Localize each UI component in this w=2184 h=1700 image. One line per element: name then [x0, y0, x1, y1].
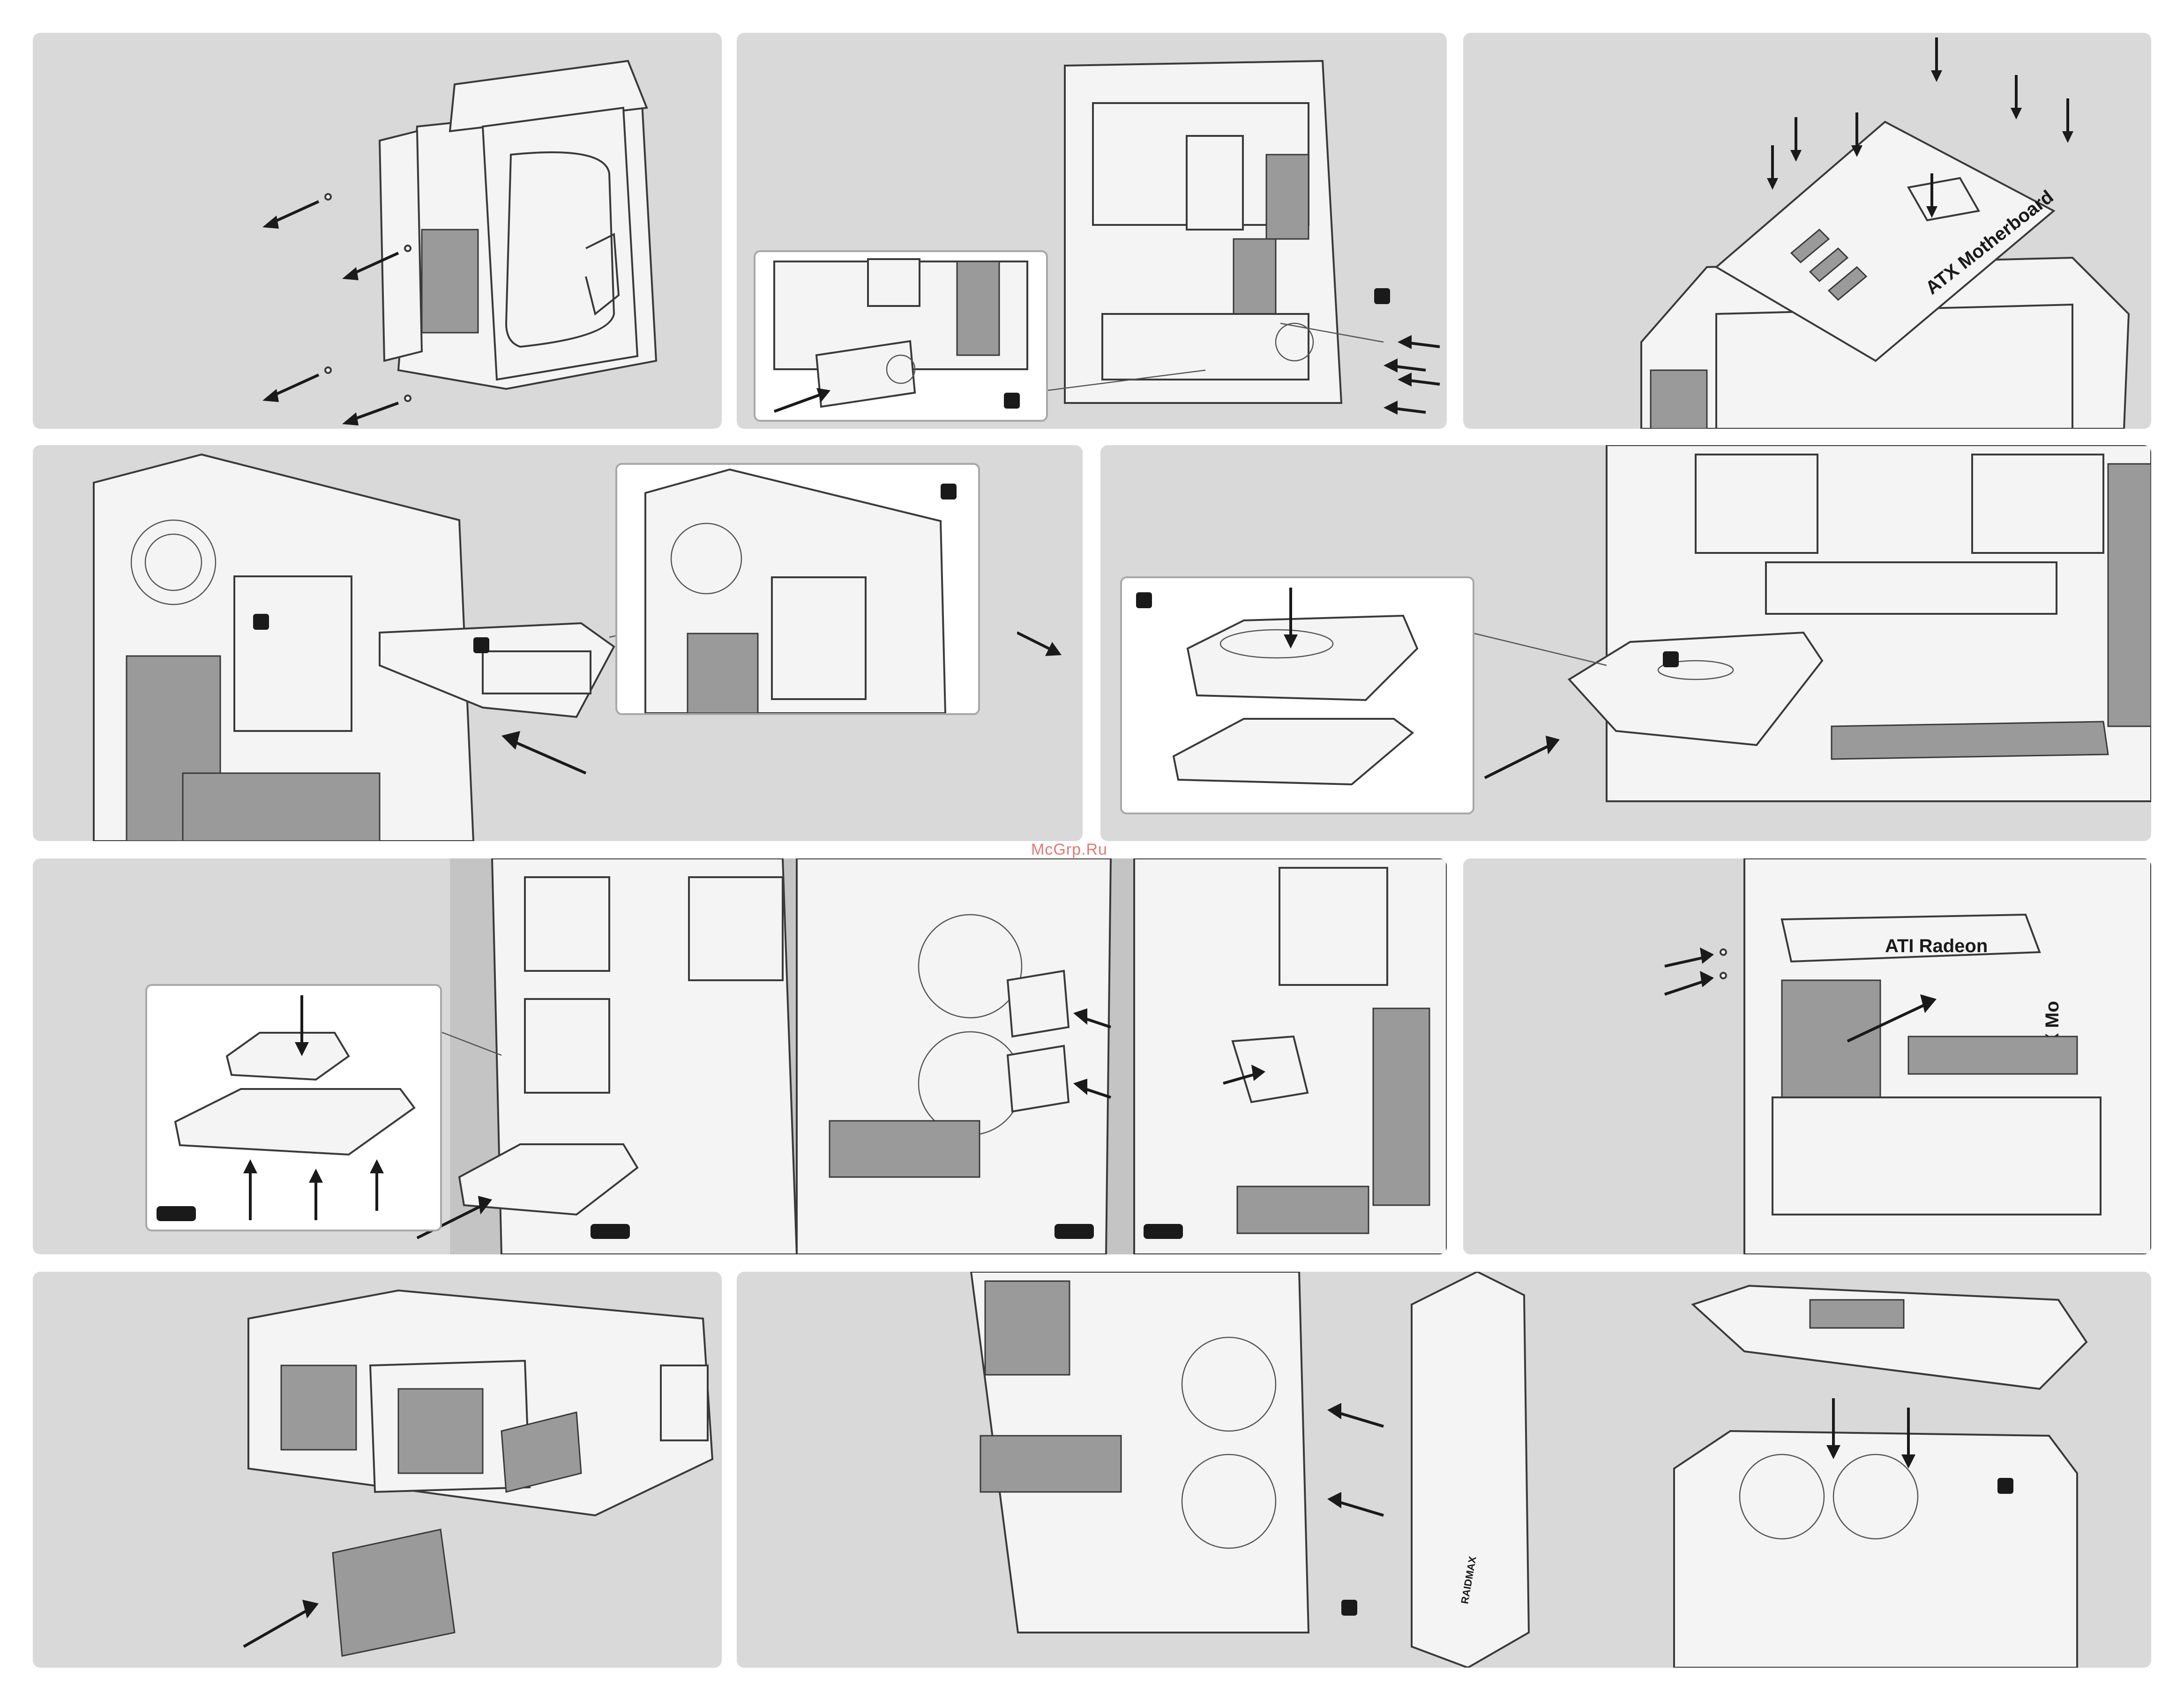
- step-badge: [157, 1206, 196, 1221]
- screw-icon: [325, 194, 331, 200]
- step-badge: [473, 637, 489, 653]
- step-panel-motherboard-install: ATX Motherboard: [1463, 33, 2151, 429]
- step-badge: [941, 484, 957, 500]
- step-panel-dust-filter-install: [33, 1272, 722, 1668]
- step-badge: [1341, 1600, 1357, 1616]
- psu-inset: [754, 250, 1048, 422]
- step-badge: [1663, 651, 1679, 667]
- gpu-label: ATI Radeon: [1885, 936, 1988, 956]
- optical-drive-inset: [615, 463, 980, 715]
- step-badge: [1374, 288, 1390, 304]
- hdd-inset: [1120, 576, 1474, 814]
- step-badge: [1144, 1224, 1183, 1239]
- hdd-inset-diagram: [1122, 578, 1473, 813]
- optical-drive-inset-diagram: [617, 465, 978, 713]
- front-fan-top-cover-diagram: RAIDMAX: [737, 1272, 2151, 1668]
- gpu-diagram: ATI Radeon ATX Mo: [1463, 858, 2151, 1254]
- step-badge: [1004, 393, 1020, 409]
- step-badge: [1997, 1478, 2013, 1494]
- motherboard-diagram: ATX Motherboard: [1463, 33, 2151, 429]
- step-panel-psu-install: [737, 33, 1447, 429]
- dust-filter-diagram: [33, 1272, 722, 1668]
- step-badge: [1136, 592, 1152, 608]
- step-badge: [591, 1224, 630, 1239]
- psu-inset-diagram: [755, 252, 1046, 420]
- step-panel-side-panel-removal: [33, 33, 722, 429]
- step-badge: [1055, 1224, 1094, 1239]
- step-panel-ssd-hdd-bay-install: [33, 858, 1447, 1254]
- step-badge: [253, 614, 269, 630]
- step-panel-optical-drive-install: [33, 445, 1083, 841]
- step-panel-hdd-35-install: [1100, 445, 2151, 841]
- ssd-inset-diagram: [147, 986, 440, 1230]
- side-panel-diagram: [33, 33, 722, 429]
- watermark: McGrp.Ru: [1031, 841, 1107, 859]
- step-panel-gpu-install: ATI Radeon ATX Mo: [1463, 858, 2151, 1254]
- ssd-inset: [145, 984, 442, 1231]
- step-panel-front-fan-top-cover: RAIDMAX: [737, 1272, 2151, 1668]
- eject-arrow-icon: [1017, 623, 1083, 679]
